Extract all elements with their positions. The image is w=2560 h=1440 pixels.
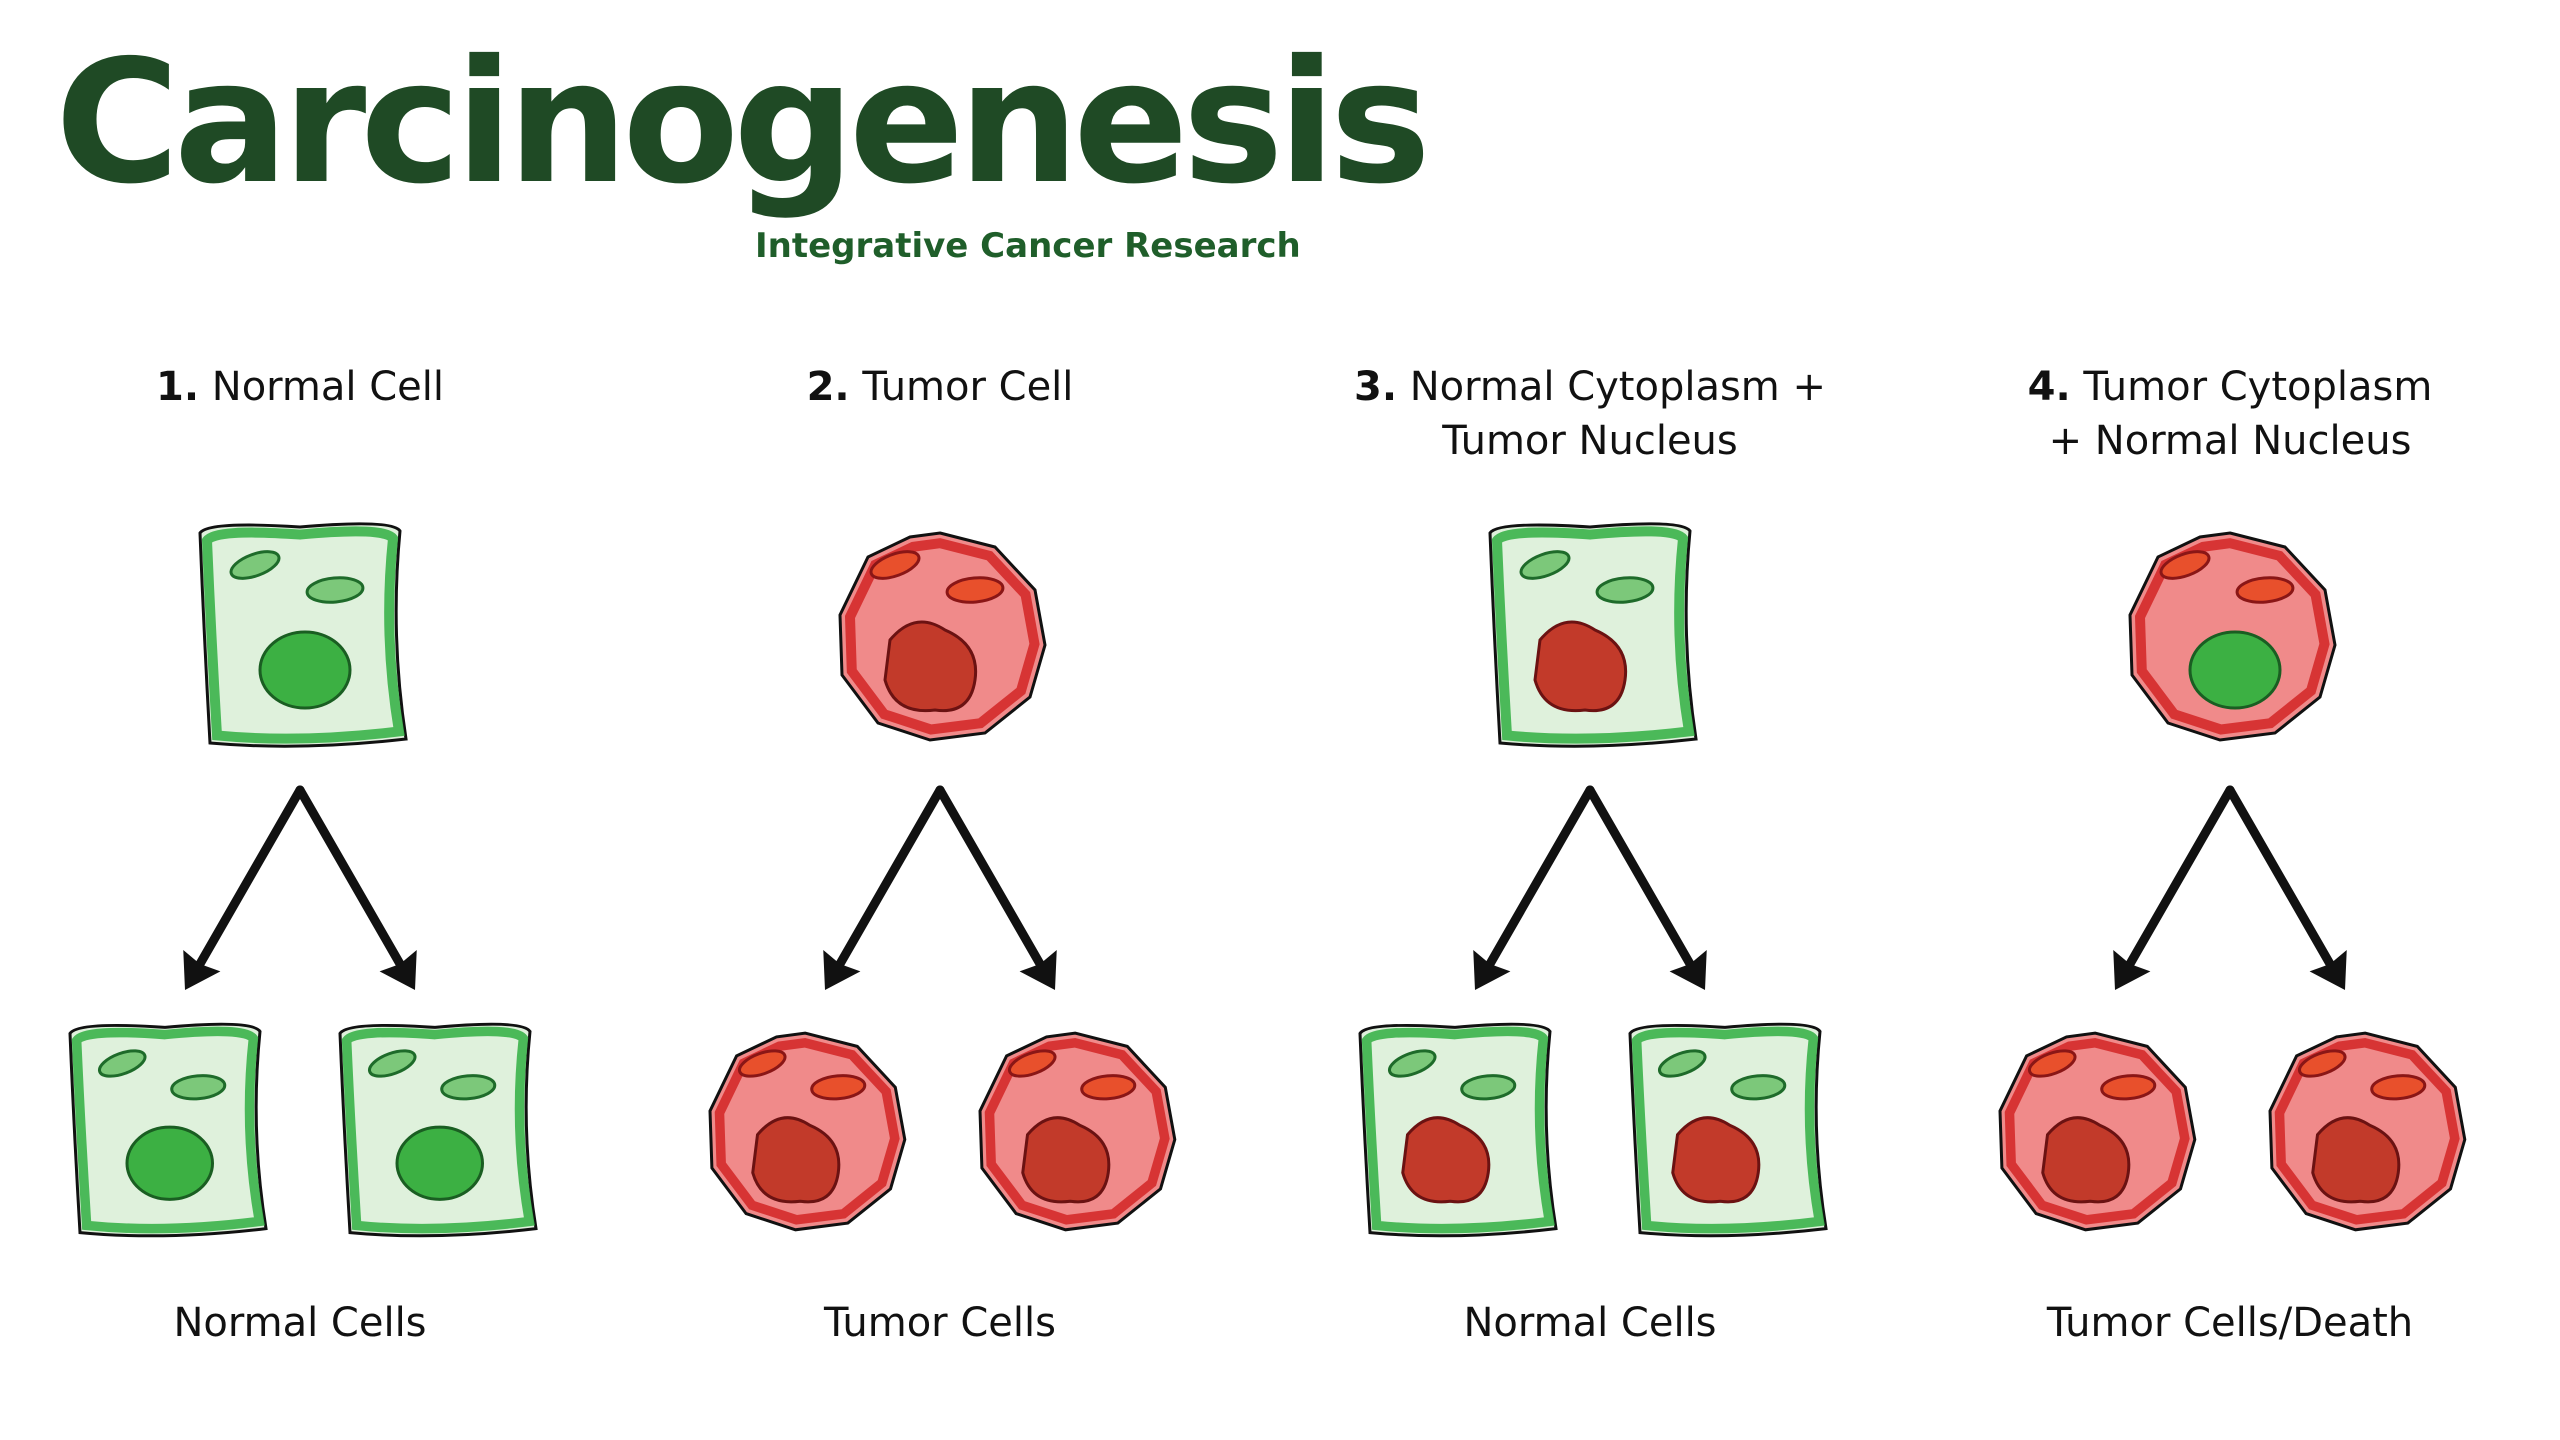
panel-diagram: [1358, 522, 1828, 1238]
mitochondrion: [2370, 1074, 2427, 1101]
arrow-left: [183, 785, 305, 990]
arrow-right: [2225, 785, 2347, 990]
mitochondrion: [1595, 576, 1655, 604]
mitochondrion: [97, 1049, 147, 1078]
cell-membrane: [71, 1026, 265, 1234]
child-cell-left: [1998, 1031, 2197, 1232]
tumor-nucleus: [1533, 620, 1628, 713]
tumor-nucleus: [2311, 1116, 2401, 1204]
mitochondrion: [945, 576, 1005, 604]
cell-membrane: [341, 1026, 535, 1234]
tumor-nucleus: [751, 1116, 841, 1204]
page-title: Carcinogenesis: [55, 24, 1431, 222]
mitochondrion: [1007, 1049, 1057, 1078]
panel-label-line2: + Normal Nucleus: [2048, 418, 2412, 464]
mitochondrion: [2297, 1049, 2347, 1078]
arrow-left: [1473, 785, 1595, 990]
child-cell-right: [1628, 1022, 1828, 1238]
child-cell-left: [1358, 1022, 1558, 1238]
parent-cell: [198, 522, 408, 748]
parent-cell: [2128, 531, 2337, 742]
normal-nucleus: [258, 630, 352, 710]
tumor-nucleus: [883, 620, 978, 713]
panel-result-label: Normal Cells: [173, 1300, 427, 1346]
mitochondrion: [229, 550, 281, 580]
panel-label-line1: Normal Cell: [211, 364, 444, 410]
child-cell-right: [978, 1031, 1177, 1232]
panel-label: 3. Normal Cytoplasm + Tumor Nucleus: [1290, 360, 1890, 468]
mitochondrion: [1519, 550, 1571, 580]
panel-result-label: Tumor Cells: [824, 1300, 1056, 1346]
child-cell-right: [2268, 1031, 2467, 1232]
mitochondrion: [737, 1049, 787, 1078]
panel-result-label: Tumor Cells/Death: [2046, 1300, 2414, 1346]
mitochondrion: [1387, 1049, 1437, 1078]
panel-number: 4.: [2027, 364, 2071, 410]
cell-membrane: [201, 526, 405, 744]
mitochondrion: [2159, 550, 2211, 580]
cell-membrane: [1491, 526, 1695, 744]
mitochondrion: [170, 1074, 227, 1101]
arrow-left: [823, 785, 945, 990]
tumor-nucleus: [1021, 1116, 1111, 1204]
tumor-nucleus: [1401, 1116, 1491, 1204]
cell-membrane: [1631, 1026, 1825, 1234]
mitochondrion: [305, 576, 365, 604]
panel-number: 3.: [1354, 364, 1398, 410]
mitochondrion: [810, 1074, 867, 1101]
mitochondrion: [2235, 576, 2295, 604]
mitochondrion: [2027, 1049, 2077, 1078]
panel-label-line1: Normal Cytoplasm +: [1409, 364, 1826, 410]
panel-diagram: [1998, 531, 2467, 1232]
panel-label: 2. Tumor Cell: [640, 360, 1240, 414]
mitochondrion: [1657, 1049, 1707, 1078]
panel-diagram: [708, 531, 1177, 1232]
parent-cell: [1488, 522, 1698, 748]
panel-label: 1. Normal Cell: [0, 360, 600, 414]
normal-nucleus: [2188, 630, 2282, 710]
panel-result-label: Normal Cells: [1463, 1300, 1717, 1346]
child-cell-left: [68, 1022, 268, 1238]
cell-membrane: [1361, 1026, 1555, 1234]
normal-nucleus: [395, 1125, 484, 1201]
mitochondrion: [1730, 1074, 1787, 1101]
arrow-right: [935, 785, 1057, 990]
mitochondrion: [1080, 1074, 1137, 1101]
parent-cell: [838, 531, 1047, 742]
normal-nucleus: [125, 1125, 214, 1201]
panel-diagram: [68, 522, 538, 1238]
child-cell-right: [338, 1022, 538, 1238]
panel-number: 2.: [806, 364, 850, 410]
page-subtitle: Integrative Cancer Research: [755, 226, 1301, 266]
mitochondrion: [2100, 1074, 2157, 1101]
child-cell-left: [708, 1031, 907, 1232]
mitochondrion: [440, 1074, 497, 1101]
arrow-left: [2113, 785, 2235, 990]
tumor-nucleus: [1671, 1116, 1761, 1204]
panel-label-line2: Tumor Nucleus: [1442, 418, 1738, 464]
arrow-right: [295, 785, 417, 990]
panel-label: 4. Tumor Cytoplasm + Normal Nucleus: [1930, 360, 2530, 468]
mitochondrion: [869, 550, 921, 580]
tumor-nucleus: [2041, 1116, 2131, 1204]
panel-label-line1: Tumor Cell: [862, 364, 1074, 410]
panel-number: 1.: [156, 364, 200, 410]
mitochondrion: [1460, 1074, 1517, 1101]
panel-label-line1: Tumor Cytoplasm: [2083, 364, 2433, 410]
arrow-right: [1585, 785, 1707, 990]
mitochondrion: [367, 1049, 417, 1078]
